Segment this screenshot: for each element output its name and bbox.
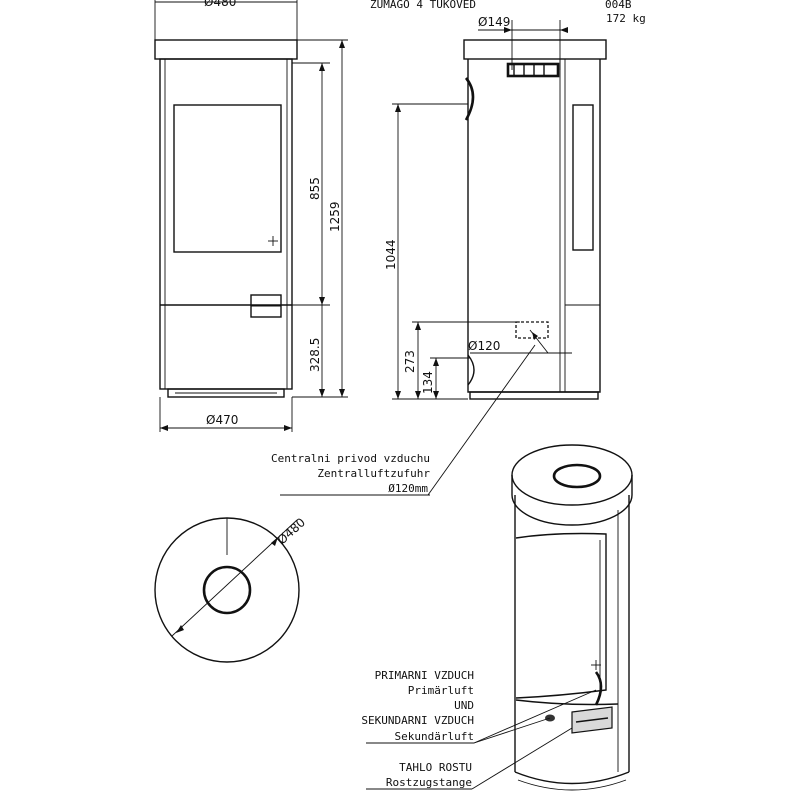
iso-primary-lever xyxy=(594,671,603,706)
side-top-plate xyxy=(463,39,607,60)
iso-flue-ellipse xyxy=(552,463,602,489)
header-weight: 172 kg xyxy=(606,12,646,25)
side-window xyxy=(572,104,594,251)
side-flue-dim: Ø149 xyxy=(478,15,510,29)
side-dim-273: 273 xyxy=(403,350,417,373)
front-body xyxy=(159,58,293,390)
air-supply-line1: Centralni privod vzduchu xyxy=(271,452,430,465)
iso-labels: PRIMARNI VZDUCH Primärluft UND SEKUNDARN… xyxy=(361,669,597,790)
top-view: Ø480 xyxy=(154,515,308,663)
side-dim-134: 134 xyxy=(421,371,435,394)
front-bottom-width-dim: Ø470 xyxy=(206,413,238,427)
side-air-dim: Ø120 xyxy=(468,339,500,353)
side-air-inlet xyxy=(515,321,549,339)
label-grate-cz: TAHLO ROSTU xyxy=(399,761,472,774)
iso-top-ellipse xyxy=(511,444,633,506)
air-supply-note: Centralni privod vzduchu Zentralluftzufu… xyxy=(271,344,536,496)
front-top-width-dim: Ø480 xyxy=(204,0,236,9)
label-grate-de: Rostzugstange xyxy=(386,776,472,789)
side-dim-1044: 1044 xyxy=(384,239,398,270)
side-flue-outlet xyxy=(506,62,560,78)
air-supply-line2: Zentralluftzufuhr xyxy=(317,467,430,480)
front-door-glass xyxy=(173,104,282,253)
side-view: Ø149 1044 273 xyxy=(384,15,607,400)
header-code: 004B xyxy=(605,0,632,11)
side-rear-knob xyxy=(464,77,475,121)
isometric-view xyxy=(511,444,633,791)
air-supply-line3: Ø120mm xyxy=(388,482,428,495)
front-dim-855: 855 xyxy=(308,177,322,200)
label-primary-de: Primärluft xyxy=(408,684,474,697)
header-model: ZUMAGO 4 TUKOVED xyxy=(370,0,476,11)
side-base xyxy=(469,391,599,400)
top-view-dim: Ø480 xyxy=(275,515,308,547)
front-top-plate xyxy=(154,39,298,60)
label-und: UND xyxy=(454,699,474,712)
top-view-flue-circle xyxy=(202,565,252,615)
front-dim-1259: 1259 xyxy=(328,201,342,232)
iso-door xyxy=(515,532,607,699)
label-secondary-de: Sekundärluft xyxy=(395,730,474,743)
front-dim-328: 328.5 xyxy=(308,338,322,372)
front-base xyxy=(167,388,285,398)
label-primary-cz: PRIMARNI VZDUCH xyxy=(375,669,474,682)
front-view: Ø480 855 1259 328.5 xyxy=(154,0,348,432)
label-secondary-cz: SEKUNDARNI VZDUCH xyxy=(361,714,474,727)
